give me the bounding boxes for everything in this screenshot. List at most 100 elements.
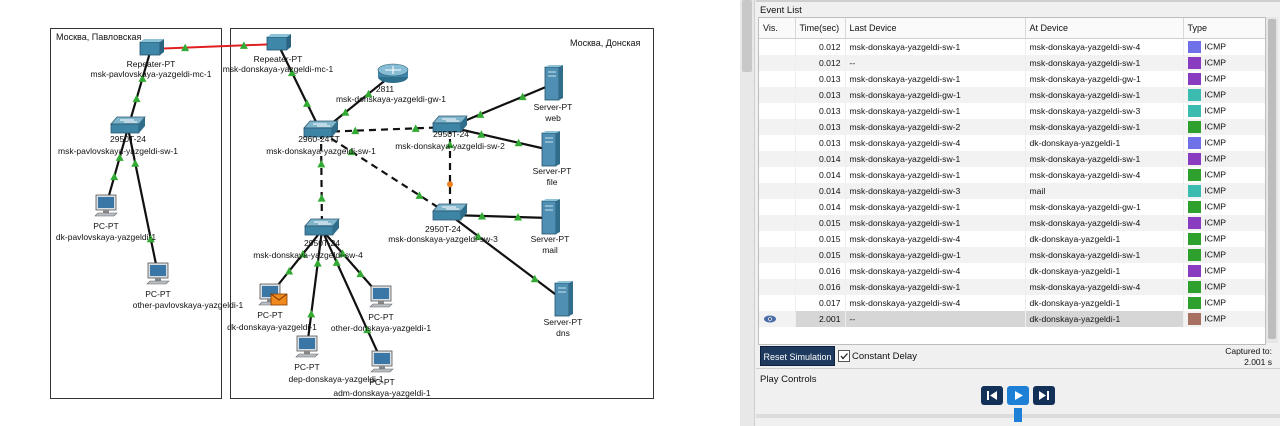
event-vis[interactable] [759,263,796,279]
switch-icon[interactable] [110,116,146,134]
skip-forward-button[interactable] [1033,386,1055,405]
repeater-icon[interactable] [266,34,291,51]
switch-icon[interactable] [432,115,468,133]
link-line[interactable] [126,127,160,275]
event-type-cell[interactable]: ICMP [1183,295,1265,311]
envelope-icon[interactable] [270,293,288,306]
event-type-cell[interactable]: ICMP [1183,55,1265,71]
panel-scrollbar[interactable] [740,0,755,426]
event-vis[interactable] [759,151,796,167]
server-icon[interactable] [544,65,563,101]
event-vis[interactable] [759,167,796,183]
link-sw4-pcadm[interactable] [320,229,384,363]
link-swp-pcp1[interactable] [104,127,130,207]
pc-icon[interactable] [146,262,170,285]
server-icon[interactable] [541,131,560,167]
link-sw1-sw2[interactable] [320,124,451,135]
event-type-cell[interactable]: ICMP [1183,103,1265,119]
event-vis[interactable] [759,215,796,231]
link-sw1-sw3[interactable] [320,131,451,216]
link-rep2-sw1[interactable] [277,43,322,133]
link-line[interactable] [320,229,384,363]
link-rep1-rep2[interactable] [150,41,279,52]
link-line[interactable] [319,131,324,231]
event-list-table[interactable]: Vis. Time(sec) Last Device At Device Typ… [758,17,1266,345]
event-vis[interactable] [759,183,796,199]
event-type-cell[interactable]: ICMP [1183,247,1265,263]
link-sw3-srvmail[interactable] [449,211,551,221]
col-type[interactable]: Type [1183,18,1265,39]
link-line[interactable] [320,131,451,216]
event-vis[interactable] [759,38,796,55]
event-vis[interactable] [759,103,796,119]
event-vis[interactable] [759,311,796,327]
event-vis[interactable] [759,135,796,151]
event-type-cell[interactable]: ICMP [1183,135,1265,151]
play-button[interactable] [1007,386,1029,405]
event-type-cell[interactable]: ICMP [1183,38,1265,55]
switch-icon[interactable] [303,120,339,138]
event-vis[interactable] [759,231,796,247]
speed-slider-thumb[interactable] [1014,408,1022,422]
router-icon[interactable] [377,63,409,83]
link-line[interactable] [126,48,153,129]
event-type-cell[interactable]: ICMP [1183,199,1265,215]
panel-scrollbar-thumb[interactable] [742,0,752,72]
event-vis[interactable] [759,295,796,311]
server-icon[interactable] [554,281,573,317]
link-sw3-srvdns[interactable] [449,214,564,301]
link-line[interactable] [305,229,324,348]
event-vis[interactable] [759,55,796,71]
link-sw2-sw3[interactable] [446,127,454,215]
event-type-cell[interactable]: ICMP [1183,151,1265,167]
server-icon[interactable] [541,199,560,235]
event-vis[interactable] [759,279,796,295]
col-time[interactable]: Time(sec) [795,18,846,39]
skip-back-button[interactable] [981,386,1003,405]
repeater-icon[interactable] [139,39,164,56]
topology-canvas[interactable] [0,0,740,426]
pc-icon[interactable] [370,350,394,373]
col-vis[interactable]: Vis. [759,18,796,39]
link-line[interactable] [320,125,451,134]
event-vis[interactable] [759,199,796,215]
link-sw4-pcdep[interactable] [305,229,324,348]
link-line[interactable] [449,213,551,220]
link-line[interactable] [104,127,130,207]
event-type-cell[interactable]: ICMP [1183,87,1265,103]
event-type-cell[interactable]: ICMP [1183,311,1265,327]
col-at-device[interactable]: At Device [1025,18,1184,39]
event-type-cell[interactable]: ICMP [1183,231,1265,247]
pc-icon[interactable] [295,335,319,358]
event-type-cell[interactable]: ICMP [1183,119,1265,135]
event-type-cell[interactable]: ICMP [1183,167,1265,183]
event-type-cell[interactable]: ICMP [1183,279,1265,295]
event-type-cell[interactable]: ICMP [1183,215,1265,231]
reset-simulation-button[interactable]: Reset Simulation [760,346,835,366]
constant-delay-checkbox[interactable] [838,350,850,362]
link-rep1-swp[interactable] [126,48,153,129]
link-swp-pcp2[interactable] [126,127,160,275]
pc-icon[interactable] [369,285,393,308]
link-line[interactable] [449,82,554,129]
event-type-cell[interactable]: ICMP [1183,71,1265,87]
link-sw2-srvweb[interactable] [449,82,554,129]
event-vis[interactable] [759,87,796,103]
link-sw1-sw4[interactable] [317,131,326,231]
event-type-cell[interactable]: ICMP [1183,183,1265,199]
link-line[interactable] [449,214,564,301]
